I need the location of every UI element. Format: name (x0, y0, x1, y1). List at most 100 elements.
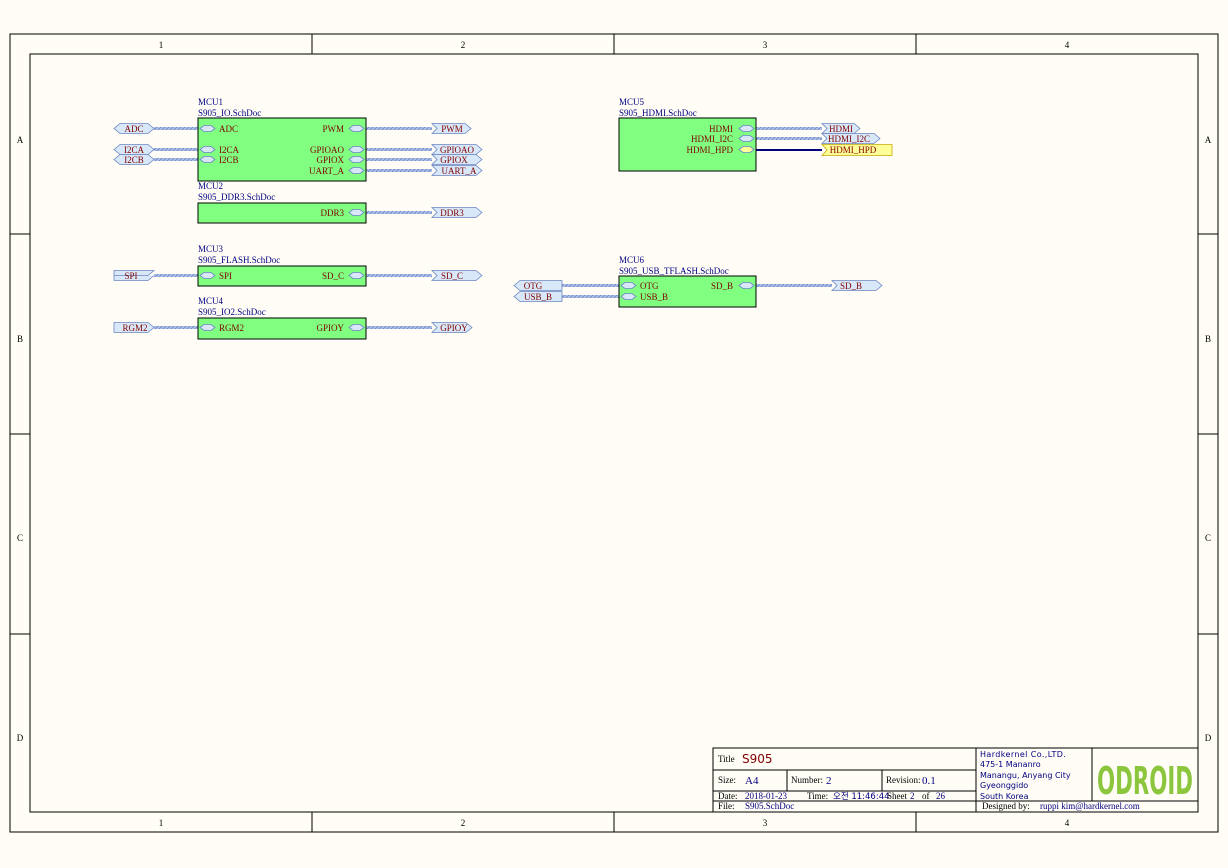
port-label: GPIOY (440, 323, 468, 333)
sheet-designator: MCU2 (198, 181, 223, 191)
port-ddr3[interactable]: DDR3 (431, 207, 483, 219)
sheet-entry-spi[interactable]: SPI (199, 271, 232, 281)
column-label-bottom: 2 (461, 818, 466, 828)
sheet-entry-usb-b[interactable]: USB_B (620, 292, 668, 302)
bus-adc[interactable] (154, 127, 202, 130)
sheet-symbol-mcu4[interactable]: MCU4 S905_IO2.SchDoc RGM2 GPIOY (197, 296, 367, 340)
port-usb-b[interactable]: USB_B (513, 291, 563, 303)
date-label: Date: (718, 791, 738, 801)
sheet-designator: MCU3 (198, 244, 224, 254)
port-sd-c[interactable]: SD_C (431, 270, 483, 282)
port-gpioy[interactable]: GPIOY (431, 322, 473, 334)
row-label-right: C (1205, 533, 1211, 543)
column-label-bottom: 1 (159, 818, 164, 828)
sheet-entry-i2cb[interactable]: I2CB (199, 155, 239, 165)
row-label-left: C (17, 533, 23, 543)
port-pwm[interactable]: PWM (431, 123, 472, 135)
port-uart-a[interactable]: UART_A (431, 165, 483, 177)
sheet-entry-uart-a[interactable]: UART_A (309, 166, 365, 176)
sheet-entry-gpioao[interactable]: GPIOAO (310, 145, 365, 155)
sheet-entry-label: GPIOY (316, 323, 344, 333)
sheet-entry-gpiox[interactable]: GPIOX (316, 155, 365, 165)
sheet-entry-label: ADC (219, 124, 238, 134)
port-label: RGM2 (122, 323, 147, 333)
port-spi[interactable]: SPI (113, 270, 156, 282)
sheet-entry-hdmi-hpd[interactable]: HDMI_HPD (686, 145, 755, 155)
port-hdmi[interactable]: HDMI (821, 123, 861, 135)
port-gpiox[interactable]: GPIOX (431, 154, 483, 166)
bus-i2cb[interactable] (154, 158, 202, 161)
sheet-entry-rgm2[interactable]: RGM2 (199, 323, 244, 333)
sheet-designator: MCU1 (198, 97, 223, 107)
number-value: 2 (826, 775, 832, 787)
sheet-entry-sd-b[interactable]: SD_B (711, 281, 755, 291)
bus-hdmi[interactable] (754, 127, 822, 130)
port-label: I2CB (124, 155, 144, 165)
bus-pwm[interactable] (364, 127, 432, 130)
title-value: S905 (742, 752, 773, 766)
sheet-entry-label: SPI (219, 271, 232, 281)
port-label: GPIOAO (440, 145, 475, 155)
sheet-entry-ddr3[interactable]: DDR3 (320, 208, 365, 218)
sheet-entry-otg[interactable]: OTG (620, 281, 659, 291)
port-sd-b[interactable]: SD_B (831, 280, 883, 292)
sheet-entry-label: RGM2 (219, 323, 244, 333)
port-rgm2[interactable]: RGM2 (113, 322, 155, 334)
bus-uart-a[interactable] (364, 169, 432, 172)
sheet-symbol-mcu3[interactable]: MCU3 S905_FLASH.SchDoc SPI SD_C (197, 244, 367, 287)
sheet-entry-i2ca[interactable]: I2CA (199, 145, 240, 155)
bus-gpiox[interactable] (364, 158, 432, 161)
sheet-filename: S905_IO.SchDoc (198, 108, 261, 118)
port-hdmi-hpd[interactable]: HDMI_HPD (821, 144, 893, 156)
sheet-entry-label: I2CB (219, 155, 239, 165)
sheet-entry-gpioy[interactable]: GPIOY (316, 323, 365, 333)
sheet-entry-sd-c[interactable]: SD_C (322, 271, 365, 281)
port-label: OTG (524, 281, 543, 291)
sheet-symbol-mcu5[interactable]: MCU5 S905_HDMI.SchDoc HDMI HDMI_I2C HDMI… (618, 97, 757, 172)
bus-otg[interactable] (562, 284, 622, 287)
bus-spi[interactable] (154, 274, 202, 277)
row-label-right: B (1205, 334, 1211, 344)
company-line: 475-1 Mananro (980, 760, 1041, 769)
port-hdmi-i2c[interactable]: HDMI_I2C (821, 133, 881, 145)
revision-value: 0.1 (922, 775, 936, 787)
port-i2ca[interactable]: I2CA (113, 144, 155, 156)
sheet-entry-hdmi-i2c[interactable]: HDMI_I2C (691, 134, 755, 144)
column-label-bottom: 4 (1065, 818, 1070, 828)
designed-by-value: ruppi kim@hardkernel.com (1040, 801, 1140, 811)
sheet-entry-label: USB_B (640, 292, 668, 302)
sheet-symbol-mcu2[interactable]: MCU2 S905_DDR3.SchDoc DDR3 (197, 181, 367, 224)
bus-gpioy[interactable] (364, 326, 432, 329)
row-label-left: D (17, 733, 24, 743)
sheet-entry-adc[interactable]: ADC (199, 124, 238, 134)
bus-usb-b[interactable] (562, 295, 622, 298)
bus-rgm2[interactable] (154, 326, 202, 329)
row-label-right: D (1205, 733, 1212, 743)
port-gpioao[interactable]: GPIOAO (431, 144, 483, 156)
bus-i2ca[interactable] (154, 148, 202, 151)
port-label: SPI (124, 271, 137, 281)
odroid-logo: ODROID (1097, 759, 1193, 803)
port-label: HDMI_HPD (830, 145, 877, 155)
sheet-filename: S905_FLASH.SchDoc (198, 255, 280, 265)
bus-sd-c[interactable] (364, 274, 432, 277)
port-adc[interactable]: ADC (113, 123, 155, 135)
port-otg[interactable]: OTG (513, 280, 563, 292)
bus-ddr3[interactable] (364, 211, 432, 214)
bus-hdmi-i2c[interactable] (754, 137, 822, 140)
sheet-entry-label: OTG (640, 281, 659, 291)
bus-sd-b[interactable] (754, 284, 832, 287)
sheet-entry-hdmi[interactable]: HDMI (709, 124, 755, 134)
bus-gpioao[interactable] (364, 148, 432, 151)
sheet-designator: MCU6 (619, 255, 645, 265)
sheet-symbol-mcu1[interactable]: MCU1 S905_IO.SchDoc ADC I2CA I2CB PWM GP… (197, 97, 367, 182)
sheet-symbol-mcu6[interactable]: MCU6 S905_USB_TFLASH.SchDoc OTG USB_B SD… (618, 255, 757, 308)
sheet-filename: S905_USB_TFLASH.SchDoc (619, 266, 729, 276)
column-label-top: 1 (159, 40, 164, 50)
port-i2cb[interactable]: I2CB (113, 154, 155, 166)
file-label: File: (718, 801, 735, 811)
date-value: 2018-01-23 (745, 791, 787, 801)
sheet-entry-pwm[interactable]: PWM (322, 124, 365, 134)
drawing-frame: 1 2 3 4 1 2 3 4 A B C D A B C D (9, 33, 1219, 833)
